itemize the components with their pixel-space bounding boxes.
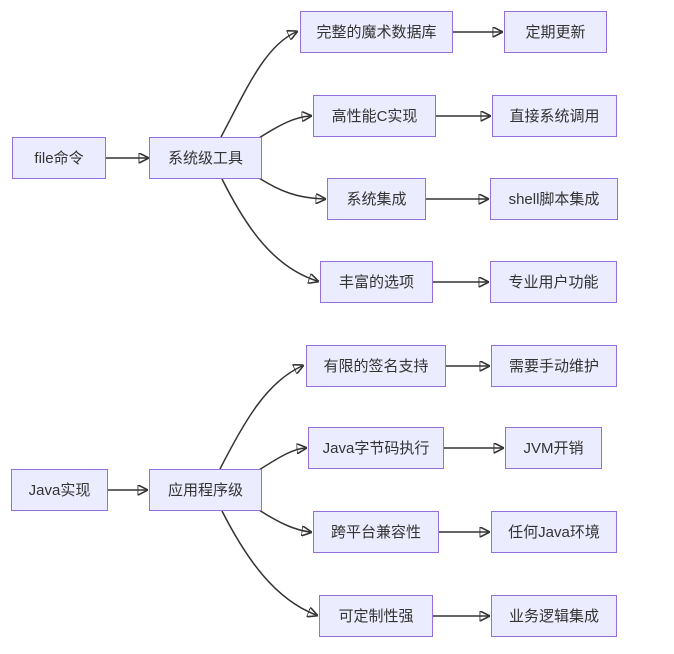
node-business-logic: 业务逻辑集成 [491,595,617,637]
edge-t2-hub-b2 [258,509,310,532]
node-file-command: file命令 [12,137,106,179]
node-java-bytecode: Java字节码执行 [308,427,444,469]
edge-t1-hub-b0 [220,32,296,138]
node-system-level-tool: 系统级工具 [149,137,262,179]
edge-t1-hub-b3 [221,178,317,281]
node-system-integration: 系统集成 [327,178,426,220]
edge-t2-hub-b0 [219,366,302,470]
node-jvm-overhead: JVM开销 [505,427,602,469]
node-rich-options: 丰富的选项 [320,261,433,303]
node-pro-user-features: 专业用户功能 [490,261,617,303]
node-shell-integration: shell脚本集成 [490,178,618,220]
node-high-perf-c: 高性能C实现 [313,95,436,137]
edge-t2-hub-b3 [221,510,316,615]
node-any-java-env: 任何Java环境 [491,511,617,553]
node-cross-platform: 跨平台兼容性 [313,511,439,553]
node-direct-syscalls: 直接系统调用 [492,95,617,137]
edge-t1-hub-b2 [258,177,324,199]
node-magic-database: 完整的魔术数据库 [300,11,453,53]
node-application-level: 应用程序级 [149,469,262,511]
node-java-implementation: Java实现 [11,469,108,511]
node-manual-maintenance: 需要手动维护 [491,345,617,387]
node-customizability: 可定制性强 [319,595,433,637]
node-limited-signatures: 有限的签名支持 [306,345,446,387]
edge-t2-hub-b1 [258,448,305,471]
edge-t1-hub-b1 [258,116,310,139]
node-regular-updates: 定期更新 [504,11,607,53]
